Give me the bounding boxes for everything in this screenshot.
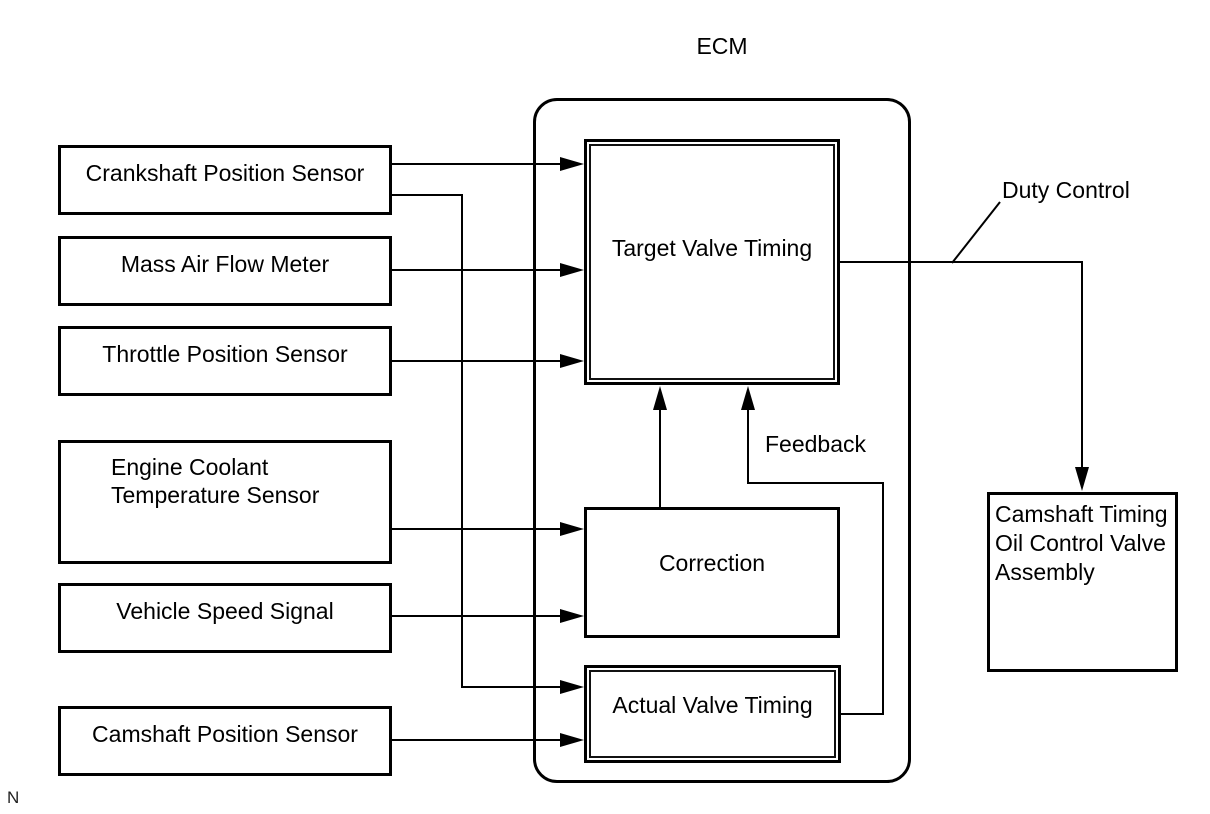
duty-control-label: Duty Control — [1002, 177, 1130, 203]
target-valve-timing-block: Target Valve Timing — [584, 139, 840, 385]
sensor-label: Mass Air Flow Meter — [120, 251, 330, 277]
feedback-arrow — [741, 386, 884, 715]
sensor-label: Vehicle Speed Signal — [116, 598, 334, 624]
block-label: Actual Valve Timing — [612, 692, 813, 718]
actuator-label: Camshaft Timing Oil Control Valve Assemb… — [995, 501, 1168, 585]
ecm-enclosure — [533, 98, 911, 783]
duty-control-arrow — [840, 201, 1089, 491]
double-border-frame: Actual Valve Timing — [589, 670, 836, 758]
sensor-box-vehicle-speed: Vehicle Speed Signal — [58, 583, 392, 653]
block-label: Correction — [658, 549, 766, 576]
sensor-label: Engine Coolant Temperature Sensor — [111, 454, 320, 508]
correction-block: Correction — [584, 507, 840, 638]
sensor-label: Camshaft Position Sensor — [92, 721, 358, 747]
block-label: Target Valve Timing — [611, 235, 813, 261]
camshaft-timing-ocv-assembly-box: Camshaft Timing Oil Control Valve Assemb… — [987, 492, 1178, 672]
sensor-box-mass-air-flow: Mass Air Flow Meter — [58, 236, 392, 306]
sensor-label: Crankshaft Position Sensor — [85, 160, 365, 186]
sensor-box-engine-coolant-temperature: Engine Coolant Temperature Sensor — [58, 440, 392, 564]
double-border-frame: Target Valve Timing — [589, 144, 835, 380]
correction-to-target-arrow — [653, 386, 667, 507]
actual-valve-timing-block: Actual Valve Timing — [584, 665, 841, 763]
sensor-box-throttle-position: Throttle Position Sensor — [58, 326, 392, 396]
feedback-label: Feedback — [765, 431, 867, 457]
sensor-box-crankshaft-position: Crankshaft Position Sensor — [58, 145, 392, 215]
sensor-box-camshaft-position: Camshaft Position Sensor — [58, 706, 392, 776]
duty-label-pointer — [951, 201, 1001, 264]
ecm-title: ECM — [696, 33, 748, 59]
corner-note: N — [7, 788, 20, 807]
sensor-label: Throttle Position Sensor — [102, 341, 348, 367]
